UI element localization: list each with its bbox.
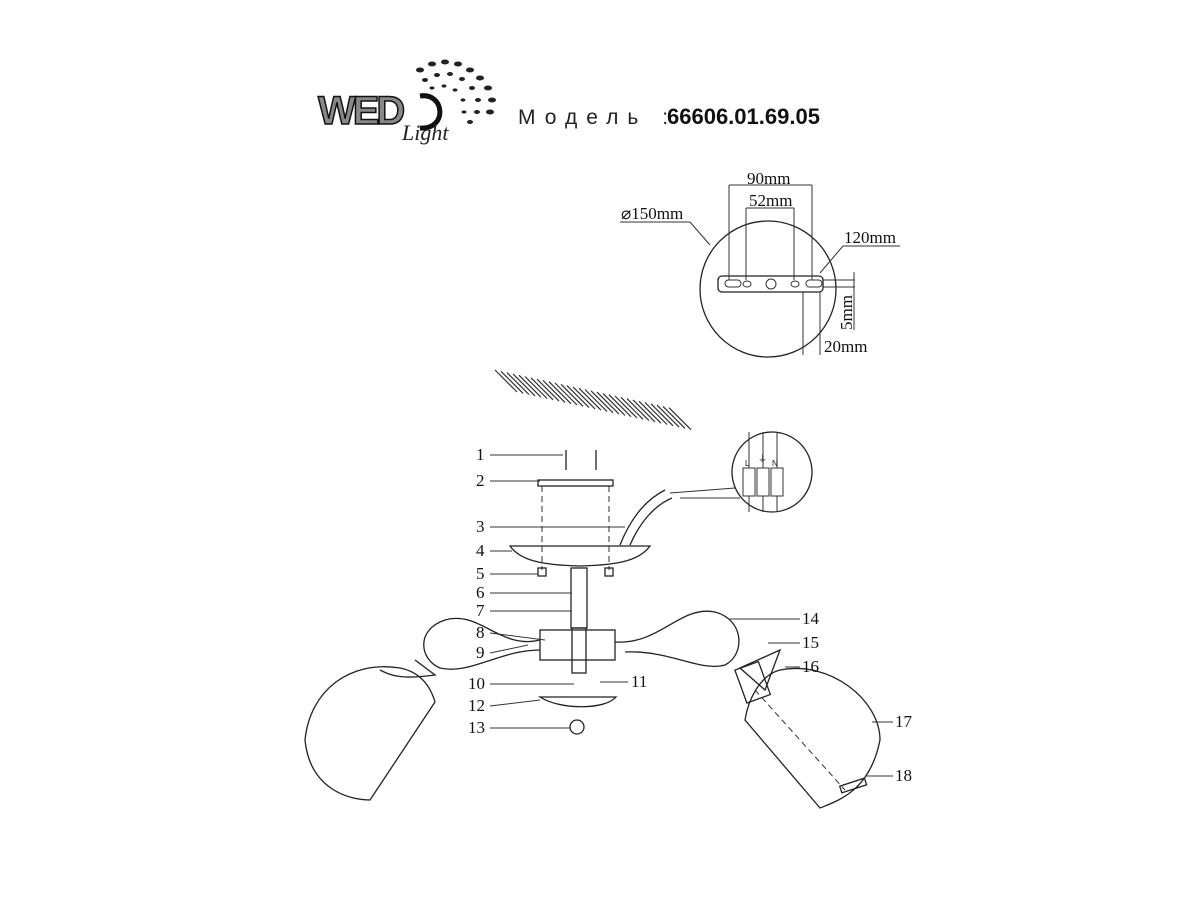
model-number: 66606.01.69.05 bbox=[667, 104, 820, 129]
hatch-line bbox=[578, 387, 602, 411]
part-label-16: 16 bbox=[802, 657, 819, 676]
hatch-line bbox=[494, 369, 518, 393]
hatch-line bbox=[572, 386, 596, 410]
svg-text:Light: Light bbox=[401, 120, 449, 145]
hatch-line bbox=[662, 405, 686, 429]
dim-120mm: 120mm bbox=[844, 228, 896, 247]
hatch-line bbox=[668, 407, 692, 431]
part-label-5: 5 bbox=[476, 564, 485, 583]
part-label-1: 1 bbox=[476, 445, 485, 464]
hatch-line bbox=[590, 390, 614, 414]
part-label-6: 6 bbox=[476, 583, 485, 602]
part-labels: 1 2 3 4 5 6 7 8 9 10 12 13 11 14 15 16 1… bbox=[468, 445, 913, 785]
part-label-13: 13 bbox=[468, 718, 485, 737]
part-label-12: 12 bbox=[468, 696, 485, 715]
terminal-earth: ⏚ bbox=[758, 454, 767, 464]
hatch-line bbox=[548, 381, 572, 405]
hatch-line bbox=[524, 376, 548, 399]
hatch-line bbox=[512, 373, 536, 397]
wedo-logo: WED Light bbox=[317, 59, 496, 145]
hatch-line bbox=[566, 385, 590, 409]
hatch-line bbox=[530, 377, 554, 401]
hatch-line bbox=[650, 403, 674, 427]
terminal-block-callout: L ⏚ N bbox=[669, 431, 813, 513]
hatch-line bbox=[542, 379, 566, 403]
hatch-line bbox=[620, 396, 644, 420]
hatch-line bbox=[602, 392, 626, 416]
dim-5mm: 5mm bbox=[837, 295, 856, 330]
hatch-line bbox=[518, 374, 542, 398]
part-label-10: 10 bbox=[468, 674, 485, 693]
svg-text:WED: WED bbox=[318, 89, 404, 133]
hatch-line bbox=[626, 398, 650, 422]
part-label-18: 18 bbox=[895, 766, 912, 785]
terminal-live: L bbox=[745, 459, 750, 468]
part-label-17: 17 bbox=[895, 712, 913, 731]
dim-20mm: 20mm bbox=[824, 337, 867, 356]
ceiling-hatch bbox=[494, 369, 692, 431]
hatch-line bbox=[608, 394, 632, 418]
hatch-line bbox=[560, 383, 584, 407]
hatch-line bbox=[632, 399, 656, 423]
part-label-11: 11 bbox=[631, 672, 647, 691]
part-label-14: 14 bbox=[802, 609, 820, 628]
dim-52mm: 52mm bbox=[749, 191, 792, 210]
part-label-9: 9 bbox=[476, 643, 485, 662]
hatch-line bbox=[554, 382, 578, 406]
part-label-3: 3 bbox=[476, 517, 485, 536]
dim-diameter: ⌀150mm bbox=[621, 204, 683, 223]
part-label-15: 15 bbox=[802, 633, 819, 652]
hatch-line bbox=[614, 395, 638, 419]
mounting-plate-detail: 90mm 52mm ⌀150mm 120mm 5mm 20mm bbox=[620, 169, 900, 358]
hatch-line bbox=[506, 372, 530, 396]
hatch-line bbox=[656, 404, 680, 428]
hatch-line bbox=[536, 378, 560, 402]
hatch-line bbox=[584, 389, 608, 412]
part-label-7: 7 bbox=[476, 601, 485, 620]
part-label-8: 8 bbox=[476, 623, 485, 642]
terminal-neutral: N bbox=[772, 459, 778, 468]
part-label-2: 2 bbox=[476, 471, 485, 490]
part-label-4: 4 bbox=[476, 541, 485, 560]
hatch-line bbox=[500, 370, 524, 394]
hatch-line bbox=[638, 400, 662, 424]
hatch-line bbox=[596, 391, 620, 415]
hatch-line bbox=[644, 402, 668, 425]
model-label: Модель : bbox=[518, 106, 677, 129]
dim-90mm: 90mm bbox=[747, 169, 790, 188]
chandelier-fixture bbox=[304, 450, 881, 809]
